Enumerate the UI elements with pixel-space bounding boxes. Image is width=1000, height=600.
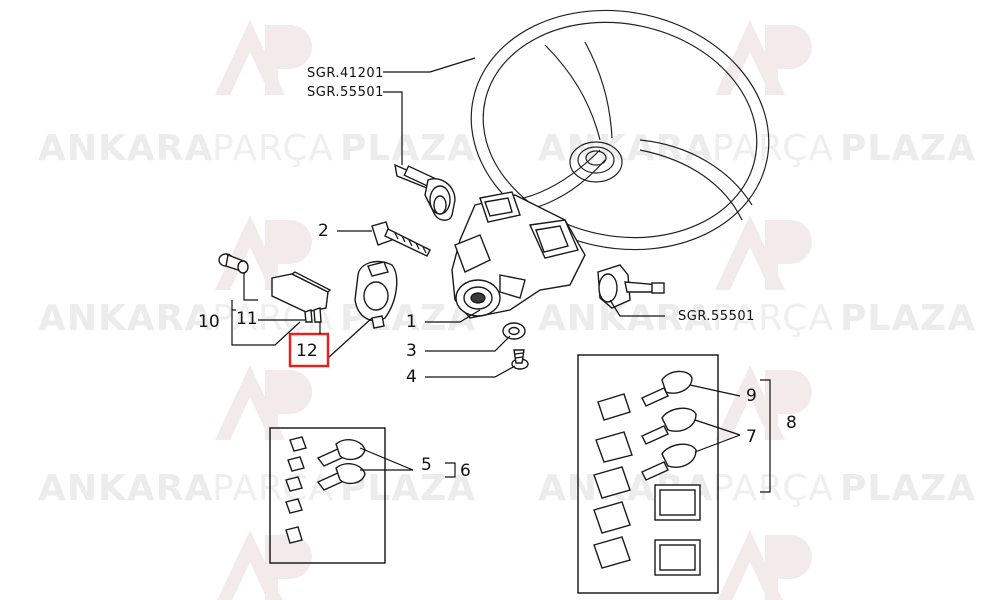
watermark-word: PARÇA xyxy=(712,298,834,339)
ap-monogram-icon xyxy=(717,530,812,600)
callout-2: 2 xyxy=(318,221,329,241)
callout-12: 12 xyxy=(296,341,318,361)
leader-lines xyxy=(231,57,665,378)
key-set-small xyxy=(269,427,456,564)
watermark-word: PARÇA xyxy=(712,468,834,509)
callout-7: 7 xyxy=(746,427,757,447)
key-set-large xyxy=(577,354,771,594)
callout-numbers: 2 1 3 4 10 11 12 5 6 9 7 8 xyxy=(198,221,797,481)
right-stalk-switch xyxy=(597,264,665,309)
watermark-word: ANKARA xyxy=(38,298,213,339)
ap-monogram-icon xyxy=(217,530,312,600)
watermark-word: ANKARA xyxy=(38,468,213,509)
callout-3: 3 xyxy=(406,341,417,361)
ref-right-stalk: SGR.55501 xyxy=(678,309,755,324)
ignition-lock-housing xyxy=(451,191,586,319)
watermark-text-row: ANKARA PARÇA PLAZA ANKARA PARÇA PLAZA xyxy=(38,468,976,509)
callout-1: 1 xyxy=(406,312,417,332)
callout-5: 5 xyxy=(421,455,432,475)
ap-monogram-icon xyxy=(715,215,812,290)
washer xyxy=(502,322,526,340)
watermark-word: PLAZA xyxy=(840,468,976,509)
watermark-text-row: ANKARA PARÇA PLAZA ANKARA PARÇA PLAZA xyxy=(38,128,976,169)
ap-monogram-icon xyxy=(215,365,312,440)
watermark-word: PARÇA xyxy=(212,468,334,509)
left-stalk-switch xyxy=(394,163,456,221)
watermark-word: PLAZA xyxy=(840,128,976,169)
reference-labels: SGR.41201 SGR.55501 SGR.55501 xyxy=(307,66,755,324)
watermark-word: ANKARA xyxy=(538,298,713,339)
antenna-sensor xyxy=(271,271,332,323)
key-blanks xyxy=(316,439,366,491)
shear-bolt xyxy=(371,221,431,257)
ap-monogram-icon xyxy=(715,365,812,440)
watermark-word: PLAZA xyxy=(340,128,476,169)
ignition-switch xyxy=(354,260,398,329)
watermark-word: PARÇA xyxy=(712,128,834,169)
watermark-word: ANKARA xyxy=(38,128,213,169)
ap-monogram-icon xyxy=(715,20,812,95)
ap-monogram-icon xyxy=(215,20,312,95)
lock-cylinders xyxy=(285,436,307,544)
callout-10: 10 xyxy=(198,312,220,332)
highlight-callout-box[interactable] xyxy=(288,332,330,368)
callout-11: 11 xyxy=(236,309,258,329)
keys xyxy=(641,370,697,481)
screw xyxy=(511,349,529,370)
ap-monogram-icon xyxy=(215,215,312,290)
callout-8: 8 xyxy=(786,413,797,433)
watermark-word: PARÇA xyxy=(212,128,334,169)
ref-left-stalk: SGR.55501 xyxy=(307,85,384,100)
watermark-word: PLAZA xyxy=(840,298,976,339)
watermark-word: ANKARA xyxy=(538,128,713,169)
callout-4: 4 xyxy=(406,367,417,387)
ref-steering-wheel: SGR.41201 xyxy=(307,66,384,81)
key-tags xyxy=(654,484,701,576)
lock-cylinders xyxy=(593,393,633,569)
callout-6: 6 xyxy=(460,461,471,481)
callout-9: 9 xyxy=(746,386,757,406)
